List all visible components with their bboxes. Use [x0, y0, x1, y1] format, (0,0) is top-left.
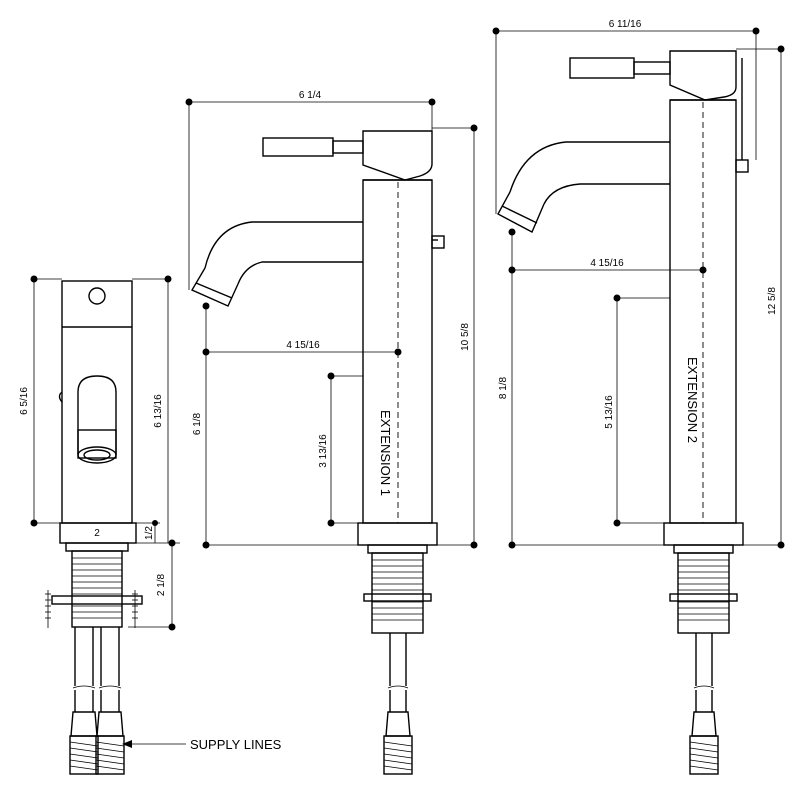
callout-arrow-icon	[122, 740, 132, 748]
aerator	[77, 446, 117, 464]
std-pop-up	[431, 235, 445, 249]
tall-handle-body	[669, 50, 737, 101]
dim-tall-spout-height: 8 1/8	[498, 376, 509, 399]
side-spout	[77, 375, 117, 455]
tall-base	[663, 522, 744, 546]
std-base	[357, 522, 438, 546]
std-handle-body	[362, 130, 433, 181]
extension-1-label: EXTENSION 1	[378, 410, 393, 496]
dim-tall-extension-height: 5 13/16	[604, 395, 615, 429]
supply-lines-label: SUPPLY LINES	[190, 737, 282, 752]
supply-lines-callout: SUPPLY LINES	[122, 737, 282, 752]
tall-spout-top	[509, 141, 670, 193]
tall-pop-up	[735, 159, 749, 173]
dim-std-total-height: 10 5/8	[460, 323, 471, 351]
tall-faucet: 6 11/16 4 15/16 8 1/8 5 13/16 12 5/8 EXT…	[492, 19, 785, 775]
handle-hole	[88, 287, 106, 305]
dim-std-extension-height: 3 13/16	[318, 434, 329, 468]
dim-tall-width: 6 11/16	[609, 19, 642, 30]
standard-faucet: 6 1/4 4 15/16 6 1/8 3 13/16 10 5/8 EXTEN…	[185, 90, 478, 775]
dim-side-height-left: 6 5/16	[19, 387, 30, 415]
tall-handle-lever	[569, 57, 635, 79]
dim-std-reach: 4 15/16	[286, 340, 320, 351]
side-shank	[71, 550, 123, 628]
dim-std-width: 6 1/4	[299, 90, 322, 101]
std-handle-lever	[262, 137, 334, 157]
std-shank	[371, 552, 424, 634]
dim-base-width: 2	[94, 528, 100, 539]
std-spout-top	[204, 221, 363, 269]
dim-std-spout-height: 6 1/8	[192, 412, 203, 435]
dim-tall-total-height: 12 5/8	[767, 287, 778, 315]
dim-base-thickness: 1/2	[144, 526, 155, 540]
dim-shank-length: 2 1/8	[156, 573, 167, 596]
extension-2-label: EXTENSION 2	[685, 357, 700, 443]
tall-shank	[677, 552, 730, 634]
side-body	[61, 280, 133, 524]
dim-tall-reach: 4 15/16	[590, 258, 624, 269]
side-view-faucet: 6 5/16 6 13/16 2 1/2 2 1/8	[19, 275, 180, 775]
supply-lines	[69, 627, 125, 775]
dim-side-height-right: 6 13/16	[153, 394, 164, 428]
mounting-plate	[51, 595, 143, 605]
